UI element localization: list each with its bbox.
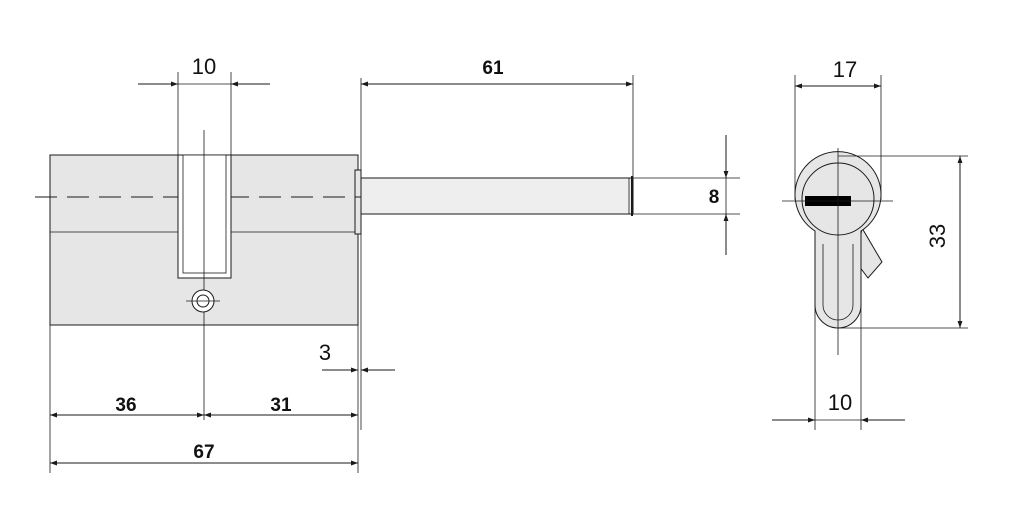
left-length-label: 36 <box>115 395 136 416</box>
spindle <box>360 177 634 215</box>
flange-gap-label: 3 <box>319 340 331 365</box>
spindle-tip <box>631 176 633 216</box>
total-length-label: 67 <box>193 442 214 463</box>
end-flange <box>354 169 362 235</box>
spindle-width-label: 8 <box>709 187 720 208</box>
end-view <box>782 75 968 430</box>
cam-slot-inner <box>182 154 227 274</box>
profile-width-label: 17 <box>833 57 857 82</box>
spindle-length-label: 61 <box>482 58 504 79</box>
right-length-label: 31 <box>270 395 292 416</box>
side-view <box>35 72 740 473</box>
stem-width-label: 10 <box>828 390 852 415</box>
cam-width-label: 10 <box>192 54 216 79</box>
profile-height-label: 33 <box>925 224 950 248</box>
